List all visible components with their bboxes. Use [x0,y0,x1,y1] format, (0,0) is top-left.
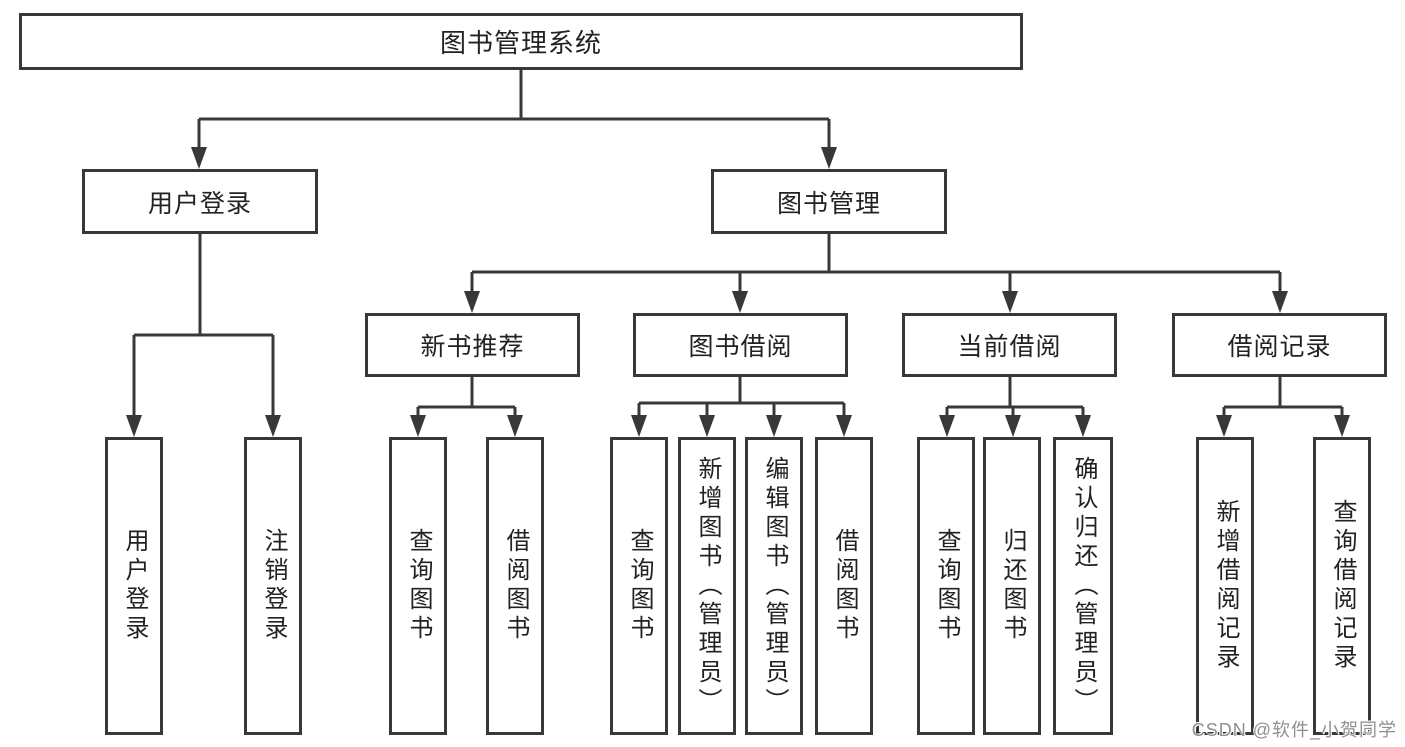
node-book-borrowing: 图书借阅 [633,313,848,377]
node-records-add-record: 新增借阅记录 [1196,437,1254,735]
node-borrowing-records-label: 借阅记录 [1227,333,1332,361]
node-book-management: 图书管理 [711,169,947,234]
node-current-confirm-return-admin-label: 确认归还（管理员） [1070,455,1097,717]
node-current-query-books: 查询图书 [917,437,975,735]
node-borrowing-add-books-admin-label: 新增图书（管理员） [694,455,721,717]
node-logout-label: 注销登录 [260,528,287,644]
edge-book-borrowing-to-children [637,375,846,418]
node-library-system-label: 图书管理系统 [439,28,602,58]
node-book-management-label: 图书管理 [776,189,881,218]
node-records-add-record-label: 新增借阅记录 [1212,499,1239,673]
node-borrowing-edit-books-admin-label: 编辑图书（管理员） [761,455,788,717]
csdn-watermark: CSDN @软件_小贺同学 [1191,720,1397,740]
node-new-book-recommendation: 新书推荐 [365,313,580,377]
node-login: 用户登录 [105,437,163,735]
node-borrowing-query-books: 查询图书 [610,437,668,735]
node-recommend-query-books-label: 查询图书 [405,528,432,644]
node-borrowing-borrow-books: 借阅图书 [815,437,873,735]
node-borrowing-borrow-books-label: 借阅图书 [831,528,858,644]
node-login-label: 用户登录 [121,528,148,644]
node-current-return-books-label: 归还图书 [999,528,1026,644]
node-borrowing-records: 借阅记录 [1172,313,1387,377]
node-current-query-books-label: 查询图书 [933,528,960,644]
node-recommend-borrow-books-label: 借阅图书 [502,528,529,644]
node-book-borrowing-label: 图书借阅 [688,333,793,361]
arrowhead-icons [126,147,1350,437]
node-current-confirm-return-admin: 确认归还（管理员） [1053,437,1113,735]
node-new-book-recommendation-label: 新书推荐 [420,333,525,361]
node-records-query-record: 查询借阅记录 [1313,437,1371,735]
node-current-borrowing: 当前借阅 [902,313,1117,377]
node-borrowing-edit-books-admin: 编辑图书（管理员） [745,437,803,735]
node-recommend-query-books: 查询图书 [389,437,447,735]
edges [132,68,1344,418]
edge-borrowing-records-to-children [1222,375,1344,418]
edge-new-book-to-children [416,375,517,418]
node-records-query-record-label: 查询借阅记录 [1329,499,1356,673]
edge-current-borrowing-to-children [945,375,1085,418]
node-user-login: 用户登录 [82,169,318,234]
node-user-login-label: 用户登录 [147,189,252,218]
node-logout: 注销登录 [244,437,302,735]
node-current-borrowing-label: 当前借阅 [957,333,1062,361]
edge-user-login-to-children [132,232,275,418]
node-library-system: 图书管理系统 [19,13,1023,70]
node-current-return-books: 归还图书 [983,437,1041,735]
edge-book-management-to-children [470,232,1282,294]
node-borrowing-add-books-admin: 新增图书（管理员） [678,437,736,735]
node-borrowing-query-books-label: 查询图书 [626,528,653,644]
node-recommend-borrow-books: 借阅图书 [486,437,544,735]
edge-root-to-level2 [197,68,831,150]
